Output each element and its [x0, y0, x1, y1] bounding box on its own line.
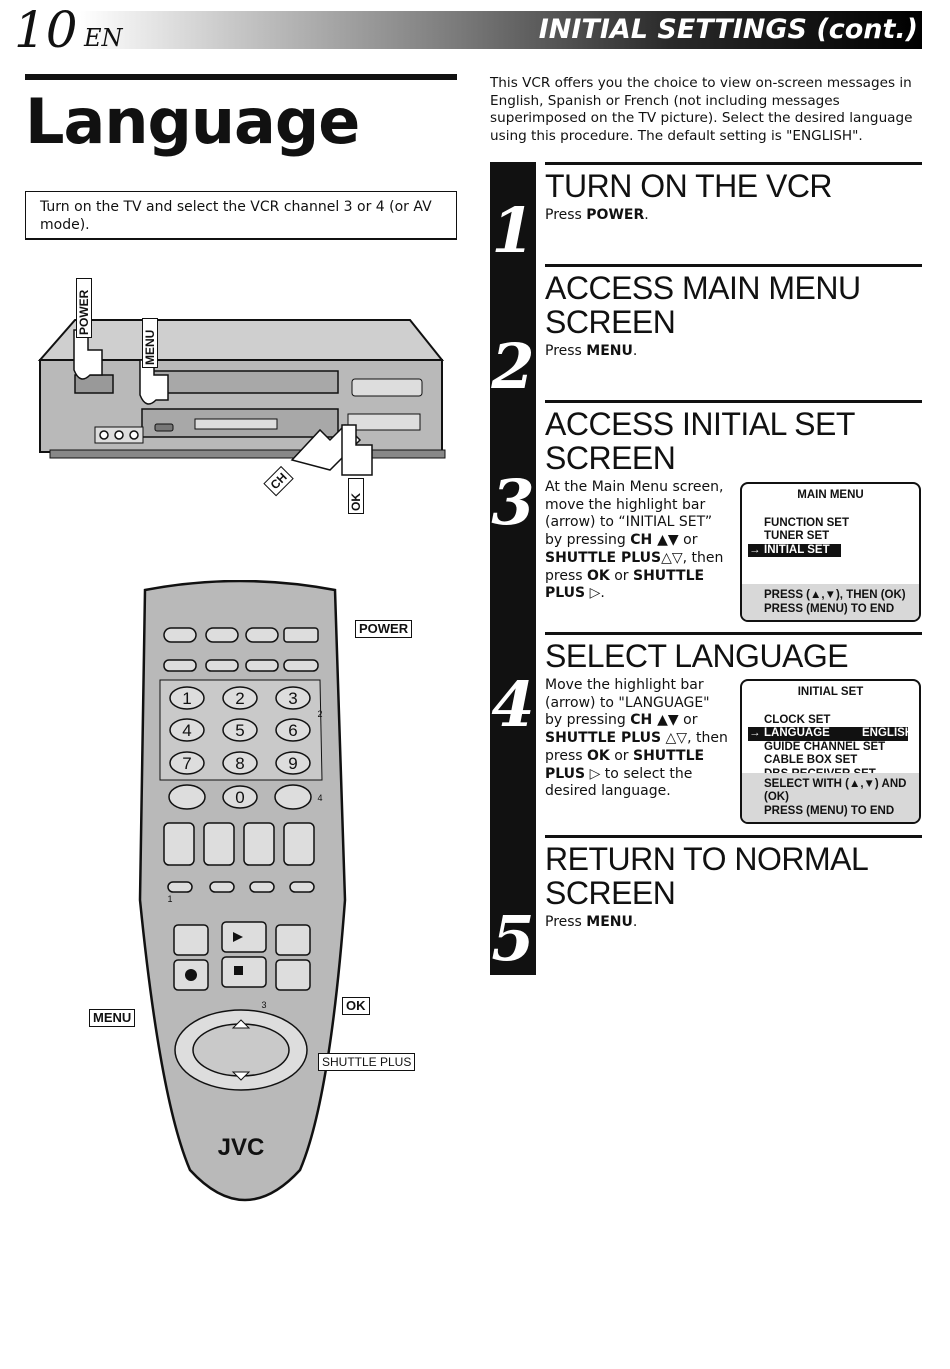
- osd-main-item: TUNER SET: [764, 530, 830, 542]
- page-language: EN: [84, 24, 123, 52]
- step-5: RETURN TO NORMAL SCREEN Press MENU.: [545, 835, 922, 932]
- remote-key-0: 0: [235, 788, 244, 807]
- remote-key-4: 4: [182, 721, 191, 740]
- remote-key-3: 3: [288, 689, 297, 708]
- osd-main-item-selected: →INITIAL SET: [748, 543, 841, 557]
- osd-initial-footer: SELECT WITH (▲,▼) AND (OK) PRESS (MENU) …: [742, 772, 919, 822]
- remote-menu-label: MENU: [89, 1009, 136, 1027]
- remote-key-5: 5: [235, 721, 244, 740]
- step-1-body: Press POWER.: [545, 207, 649, 223]
- osd-initial-item: GUIDE CHANNEL SET: [764, 740, 886, 753]
- remote-illustration: 1 2 3 4 5 6 7 8 9 0 JVC 2 4 1 3: [138, 580, 347, 1202]
- section-title: INITIAL SETTINGS (cont.): [538, 14, 918, 45]
- step-2: ACCESS MAIN MENU SCREEN Press MENU.: [545, 264, 922, 361]
- osd-initial-title: INITIAL SET: [797, 686, 864, 698]
- step-4-body: Move the highlight bar (arrow) to "LANGU…: [545, 677, 728, 800]
- remote-key-1: 1: [182, 689, 191, 708]
- step-4: SELECT LANGUAGE Move the highlight bar (…: [545, 632, 922, 801]
- step-4-heading: SELECT LANGUAGE: [545, 638, 849, 674]
- step-bar: [490, 162, 536, 975]
- step-3-body: At the Main Menu screen, move the highli…: [545, 479, 724, 602]
- remote-marker-1: 1: [167, 894, 172, 904]
- osd-main-menu: MAIN MENU FUNCTION SET TUNER SET →INITIA…: [740, 482, 921, 622]
- osd-initial-item: CABLE BOX SET: [764, 754, 858, 766]
- step-1: TURN ON THE VCR Press POWER.: [545, 162, 922, 225]
- osd-main-title: MAIN MENU: [797, 489, 864, 501]
- intro-text: This VCR offers you the choice to view o…: [490, 75, 913, 144]
- page-number: 10: [14, 1, 78, 59]
- remote-key-2: 2: [235, 689, 244, 708]
- osd-initial-item: CLOCK SET: [764, 713, 831, 726]
- step-2-body: Press MENU.: [545, 343, 638, 359]
- arrow-right-icon: →: [749, 727, 761, 739]
- header-band: [80, 11, 922, 49]
- step-number-4: 4: [491, 668, 535, 741]
- remote-ok-label: OK: [342, 997, 370, 1015]
- vcr-power-label: POWER: [76, 278, 92, 338]
- remote-brand: JVC: [218, 1134, 265, 1161]
- step-number-5: 5: [491, 902, 535, 975]
- remote-key-6: 6: [288, 721, 297, 740]
- remote-key-9: 9: [288, 754, 297, 773]
- remote-key-7: 7: [182, 754, 191, 773]
- arrow-right-icon: →: [749, 543, 761, 556]
- remote-key-8: 8: [235, 754, 244, 773]
- vcr-ok-label: OK: [348, 478, 364, 514]
- step-3-heading: ACCESS INITIAL SET SCREEN: [545, 406, 855, 476]
- osd-language-value: ENGLISH: [862, 727, 914, 739]
- osd-main-footer: PRESS (▲,▼), THEN (OK) PRESS (MENU) TO E…: [742, 584, 919, 620]
- step-number-2: 2: [491, 330, 535, 403]
- remote-marker-3: 3: [261, 1000, 266, 1010]
- step-number-1: 1: [491, 194, 535, 267]
- step-5-heading: RETURN TO NORMAL SCREEN: [545, 841, 868, 911]
- step-5-body: Press MENU.: [545, 914, 638, 930]
- step-number-3: 3: [491, 466, 535, 539]
- page-title: Language: [25, 85, 360, 158]
- title-rule: [25, 74, 457, 80]
- vcr-illustration: [37, 319, 446, 476]
- remote-power-label: POWER: [355, 620, 413, 638]
- step-1-heading: TURN ON THE VCR: [545, 168, 833, 204]
- note-box: Turn on the TV and select the VCR channe…: [25, 191, 457, 240]
- remote-marker-4: 4: [317, 793, 322, 803]
- step-2-heading: ACCESS MAIN MENU SCREEN: [545, 270, 861, 340]
- step-3: ACCESS INITIAL SET SCREEN At the Main Me…: [545, 400, 922, 603]
- vcr-menu-label: MENU: [142, 318, 158, 368]
- osd-main-item: FUNCTION SET: [764, 516, 849, 529]
- remote-marker-2: 2: [317, 709, 322, 719]
- remote-shuttle-plus-label: SHUTTLE PLUS: [318, 1053, 416, 1071]
